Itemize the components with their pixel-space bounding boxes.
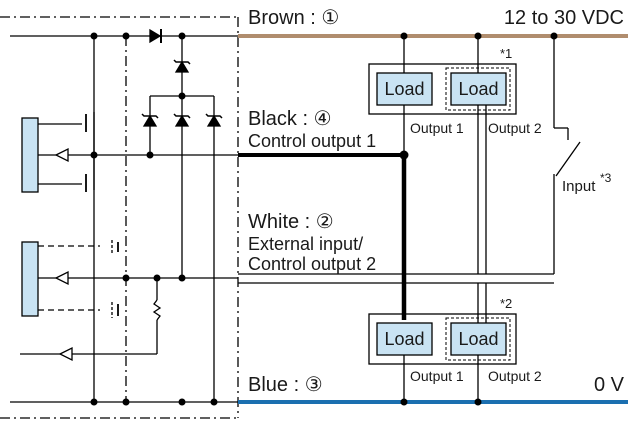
- output-1-buffer-icon: [54, 147, 69, 163]
- input-buffer-icon: [58, 346, 73, 362]
- load-top-1-label: Load: [384, 79, 424, 99]
- diode-icon: [149, 28, 162, 44]
- ground-voltage-label: 0 V: [594, 374, 625, 396]
- load-bottom-1-label: Load: [384, 329, 424, 349]
- load-bottom-1: [376, 322, 433, 356]
- white-wire: [238, 180, 555, 284]
- top-output-2-label: Output 2: [488, 120, 542, 136]
- load-group-bottom: [368, 313, 517, 365]
- clamp-diode-icon-1: [142, 114, 158, 127]
- internal-junctions: [90, 32, 218, 406]
- blue-wire-label: Blue : ③: [248, 374, 323, 396]
- output-2-buffer-icon: [54, 270, 69, 286]
- note-1-marker: *1: [500, 46, 512, 61]
- top-output-1-label: Output 1: [410, 120, 464, 136]
- note-2-marker: *2: [500, 296, 512, 311]
- resistor-icon: [152, 299, 162, 321]
- bottom-output-2-label: Output 2: [488, 368, 542, 384]
- load-bottom-2: [450, 322, 507, 356]
- control-output-1-label: Control output 1: [248, 131, 376, 151]
- zener-diode-icon: [174, 60, 190, 73]
- load-top-1: [376, 72, 433, 106]
- internal-circuit: [0, 16, 239, 419]
- load-bottom-2-label: Load: [458, 329, 498, 349]
- clamp-diode-icon-2: [174, 114, 190, 127]
- external-junctions: [399, 32, 558, 406]
- bottom-output-1-label: Output 1: [410, 368, 464, 384]
- input-switch: [553, 36, 581, 180]
- external-input-label: External input/: [248, 234, 363, 254]
- control-output-2-label: Control output 2: [248, 254, 376, 274]
- load-top-2-label: Load: [458, 79, 498, 99]
- white-wire-label: White : ②: [248, 211, 334, 233]
- supply-voltage-label: 12 to 30 VDC: [504, 7, 624, 29]
- load-wires: [403, 36, 487, 402]
- note-3-marker: *3: [600, 171, 612, 185]
- load-group-bottom-frame: [368, 313, 517, 365]
- output-driver-ic-2: [21, 241, 39, 317]
- black-wire-label: Black : ④: [248, 108, 332, 130]
- clamp-diode-icon-3: [206, 114, 222, 127]
- input-switch-label: Input: [562, 178, 596, 195]
- brown-wire-label: Brown : ①: [248, 7, 339, 29]
- load-group-top-frame: [368, 63, 517, 115]
- output-driver-ic-1: [21, 117, 39, 193]
